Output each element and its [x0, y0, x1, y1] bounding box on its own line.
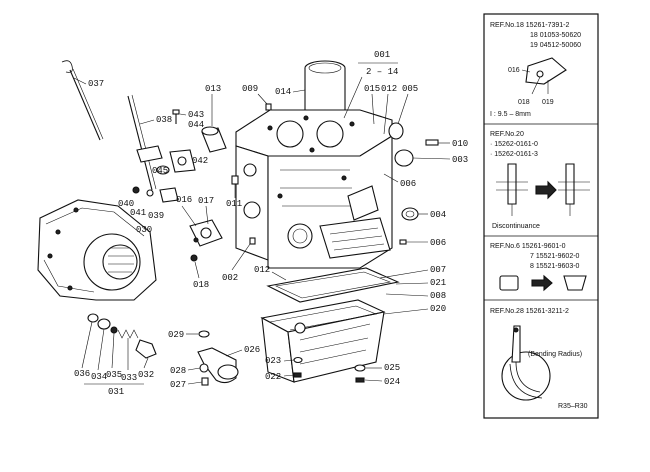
callout-017: 017 [198, 196, 214, 206]
panel4-code: R35–R30 [558, 403, 588, 410]
callout-043: 043 [188, 110, 204, 120]
panel3-plug-illustration [499, 274, 587, 292]
callout-039: 039 [148, 211, 164, 221]
plug-006 [399, 239, 407, 245]
panel1-note: I : 9.5 – 8mm [490, 111, 531, 118]
oil-pan-gasket [266, 267, 400, 303]
seal-004 [401, 207, 419, 221]
callout-004: 004 [430, 210, 446, 220]
panel1-callout-018: 018 [518, 99, 530, 106]
panel4-pipe-illustration [501, 325, 551, 401]
plug-005 [388, 122, 404, 140]
pin-002 [249, 237, 256, 245]
callout-024: 024 [384, 377, 400, 387]
plug-010 [425, 139, 439, 146]
callout-002: 002 [222, 273, 238, 283]
gear-case [37, 199, 157, 301]
panel2-title: REF.No.20 [490, 131, 524, 138]
panel4-note: (Bending Radius) [528, 351, 582, 358]
block-042 [169, 149, 196, 173]
callout-040: 040 [118, 199, 134, 209]
callout-041: 041 [130, 208, 146, 218]
plug-013 [201, 126, 227, 153]
oil-strainer [197, 347, 239, 386]
callout-2-14: 2 – 14 [366, 67, 398, 77]
panel1-ref-18: 18 01053-50620 [530, 32, 581, 39]
callout-030: 030 [136, 225, 152, 235]
callout-022: 022 [265, 372, 281, 382]
callout-007: 007 [430, 265, 446, 275]
callout-012-lower: 012 [254, 265, 270, 275]
callout-006-lower: 006 [430, 238, 446, 248]
callout-005: 005 [402, 84, 418, 94]
panel2-note: Discontinuance [492, 223, 540, 230]
callout-037: 037 [88, 79, 104, 89]
callout-036: 036 [74, 369, 90, 379]
callout-016: 016 [176, 195, 192, 205]
pin-009 [265, 103, 272, 111]
panel1-callout-019: 019 [542, 99, 554, 106]
pin-011 [231, 175, 239, 185]
callout-035: 035 [106, 370, 122, 380]
callout-044: 044 [188, 120, 204, 130]
callout-021: 021 [430, 278, 446, 288]
panel3-ref-7: 7 15521-9602-0 [530, 253, 580, 260]
ring-045 [156, 165, 170, 175]
drain-plug-right [354, 364, 366, 383]
callout-023: 023 [265, 356, 281, 366]
panel4-ref-28: REF.No.28 15261-3211-2 [490, 308, 569, 315]
panel1-callout-016: 016 [508, 67, 520, 74]
ring-029 [198, 330, 210, 338]
panel2-part-b: · 15262-0161-3 [490, 151, 538, 158]
callout-033: 033 [121, 373, 137, 383]
panel1-ref-16: REF.No.18 15261-7391-2 [490, 22, 569, 29]
callout-014: 014 [275, 87, 291, 97]
callout-013: 013 [205, 84, 221, 94]
callout-032: 032 [138, 370, 154, 380]
dipstick [61, 60, 104, 141]
callout-045: 045 [152, 166, 168, 176]
oil-pan [260, 299, 386, 383]
callout-034: 034 [91, 372, 107, 382]
callout-027: 027 [170, 380, 186, 390]
callout-010: 010 [452, 139, 468, 149]
callout-038: 038 [156, 115, 172, 125]
callout-006-upper: 006 [400, 179, 416, 189]
callout-028: 028 [170, 366, 186, 376]
callout-015: 015 [364, 84, 380, 94]
callout-026: 026 [244, 345, 260, 355]
callout-031: 031 [108, 387, 124, 397]
bolt-043 [172, 109, 180, 124]
bolt-040 [132, 186, 179, 203]
callout-025: 025 [384, 363, 400, 373]
callout-029: 029 [168, 330, 184, 340]
panel2-pipe-illustration [496, 163, 590, 216]
callout-008: 008 [430, 291, 446, 301]
panel1-bracket [525, 57, 567, 95]
callout-020: 020 [430, 304, 446, 314]
crankcase [235, 109, 393, 269]
panel1-ref-19: 19 04512-50060 [530, 42, 581, 49]
callout-042: 042 [192, 156, 208, 166]
callout-003: 003 [452, 155, 468, 165]
callout-018: 018 [193, 280, 209, 290]
dipstick-guide [127, 94, 163, 191]
panel3-ref-8: 8 15521-9603-0 [530, 263, 580, 270]
callout-012-top: 012 [381, 84, 397, 94]
panel3-ref-6: REF.No.6 15261-9601-0 [490, 243, 566, 250]
relief-valve [87, 313, 157, 359]
callout-011: 011 [226, 199, 242, 209]
plug-003 [394, 149, 414, 167]
flange-016 [189, 219, 223, 262]
callout-001: 001 [374, 50, 390, 60]
callout-009: 009 [242, 84, 258, 94]
panel2-part-a: · 15262-0161-0 [490, 141, 538, 148]
